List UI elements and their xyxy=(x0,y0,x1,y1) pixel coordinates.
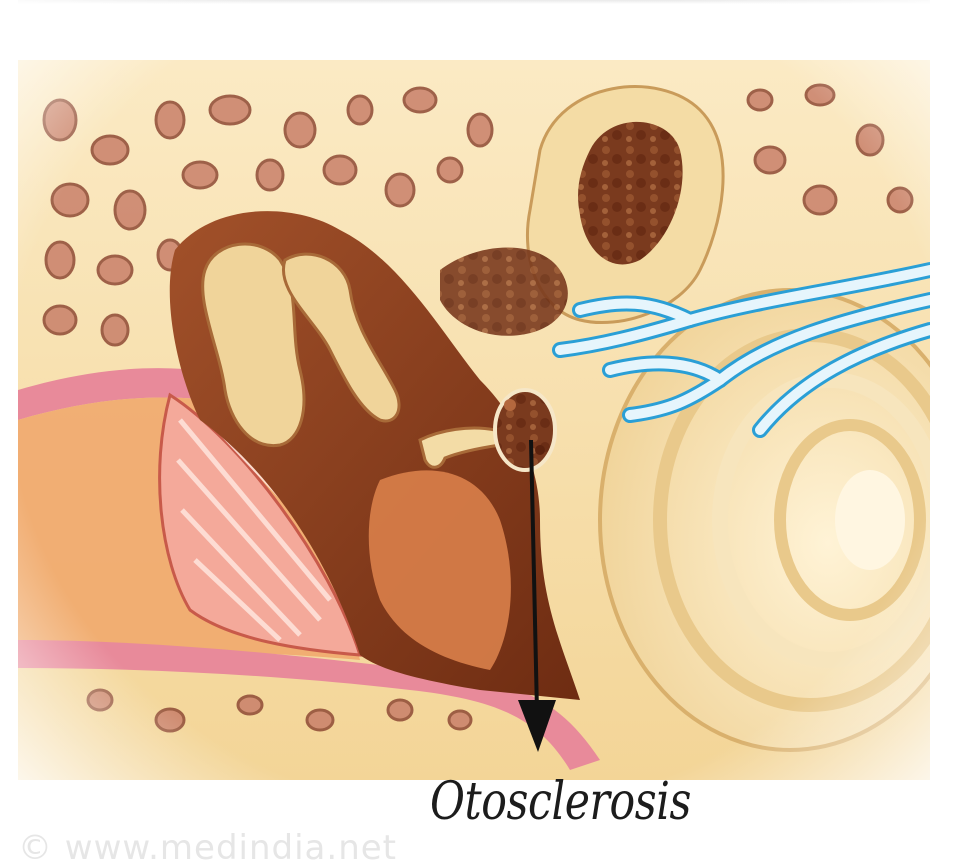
figure-label: Otosclerosis xyxy=(430,772,691,832)
right-margin xyxy=(930,0,954,864)
left-margin xyxy=(0,0,18,864)
watermark: © www.medindia.net xyxy=(18,828,397,868)
